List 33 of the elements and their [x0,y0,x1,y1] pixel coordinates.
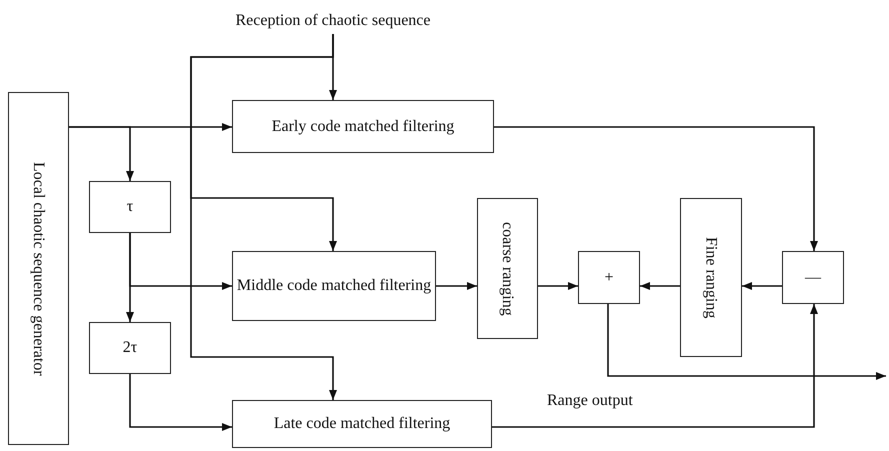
delay-block [89,181,171,233]
block-label: + [604,268,614,288]
ranging-block [477,198,538,339]
arrow [494,126,818,251]
arrow [436,282,477,290]
block-label: τ [126,197,134,217]
arrow [742,282,782,290]
block-label: coarse ranging [498,222,518,316]
arrow [126,233,134,322]
adder-block [578,251,640,304]
ranging-block [680,198,742,357]
block-label: Early code matched filtering [272,116,454,136]
delay-block [89,322,171,374]
arrow [69,126,134,181]
subtractor-block [782,251,844,304]
block-label: — [805,268,821,288]
filter-block [232,100,494,153]
edge-label: Range output [545,392,635,410]
block-label: 2τ [122,338,138,358]
generator-block [8,92,69,445]
signal-text: Reception of chaotic sequence [235,11,431,31]
filter-block [232,400,492,448]
arrow [538,282,578,290]
arrow [640,282,680,290]
arrow [492,304,818,428]
arrow [129,374,232,431]
filter-block [232,251,436,321]
block-label: Local chaotic sequence generator [29,162,48,376]
block-label: Fine ranging [702,236,721,318]
block-label: Middle code matched filtering [236,276,432,296]
arrow [607,304,886,380]
arrow [190,34,337,400]
block-label: Late code matched filtering [274,414,450,434]
